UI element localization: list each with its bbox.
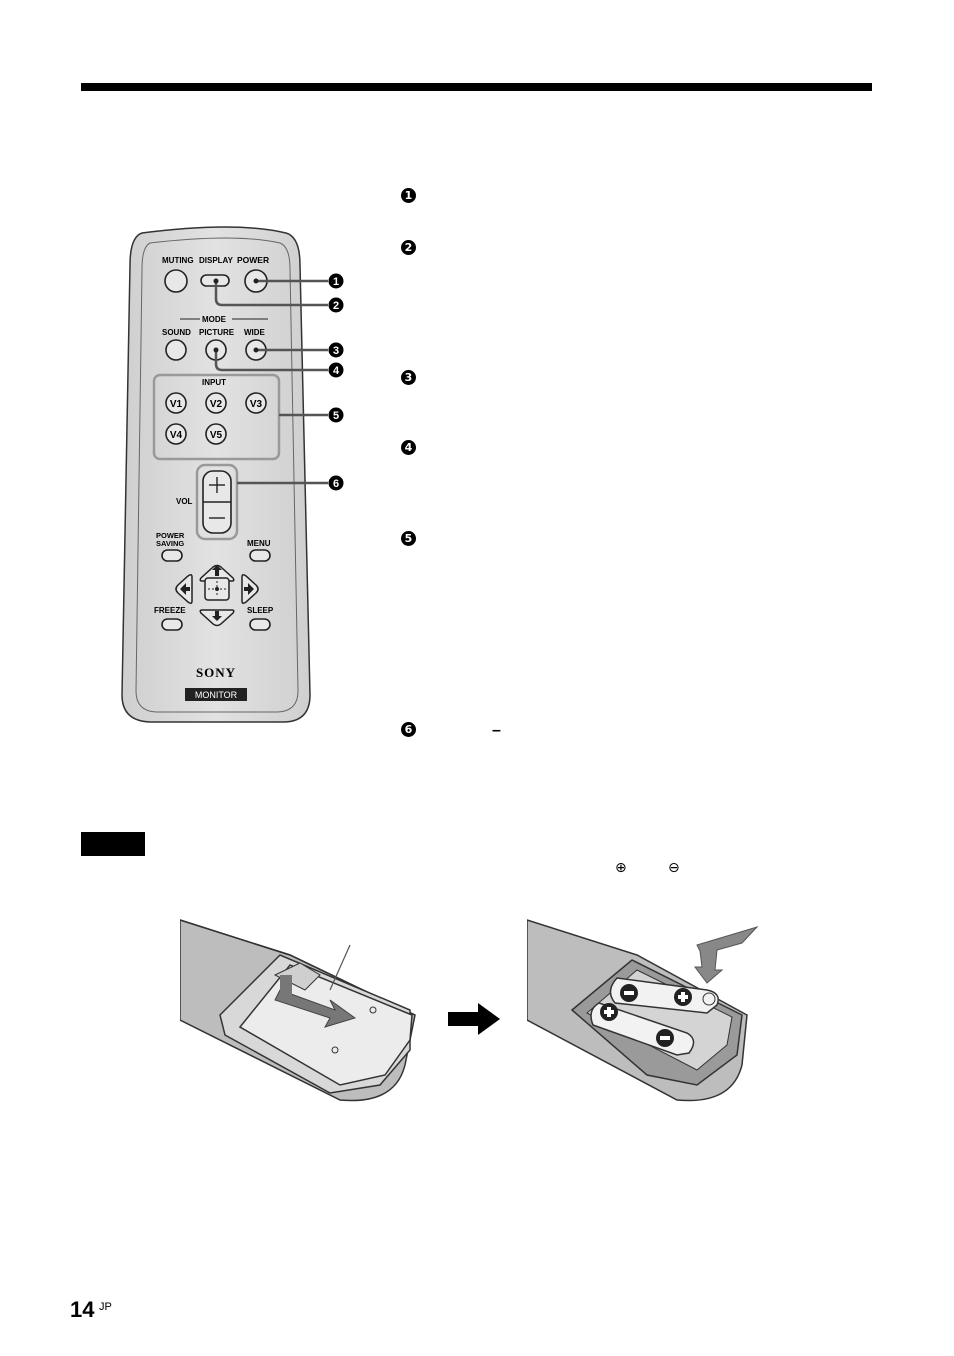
list-marker-5: 5 bbox=[401, 531, 416, 546]
sleep-label: SLEEP bbox=[247, 606, 274, 615]
power-label: POWER bbox=[237, 255, 269, 265]
arrow-right-icon bbox=[448, 1003, 500, 1035]
plus-symbol: ⊕ bbox=[615, 860, 627, 876]
sleep-button[interactable] bbox=[249, 618, 271, 631]
callout-6-marker bbox=[328, 475, 344, 491]
note-heading-box bbox=[81, 832, 145, 856]
vol-label: VOL bbox=[176, 497, 193, 506]
list-marker-6: 6 bbox=[401, 722, 416, 737]
callout-3-number: 3 bbox=[333, 345, 339, 357]
brand-logo: SONY bbox=[196, 665, 236, 680]
battery-a bbox=[609, 977, 719, 1014]
power-saving-button[interactable] bbox=[161, 549, 183, 562]
list-marker-3: 3 bbox=[401, 370, 416, 385]
v1-button[interactable] bbox=[165, 392, 187, 414]
callout-4-marker bbox=[328, 362, 344, 378]
minus-symbol: ⊖ bbox=[668, 860, 680, 876]
muting-label: MUTING bbox=[162, 256, 194, 265]
callout-1-number: 1 bbox=[333, 276, 339, 288]
sound-button[interactable] bbox=[165, 339, 187, 361]
v2-button[interactable] bbox=[205, 392, 227, 414]
callout-list: 1 2 3 4 5 6 bbox=[401, 186, 871, 746]
callout-2-number: 2 bbox=[333, 300, 339, 312]
mode-label: MODE bbox=[202, 315, 227, 324]
display-label: DISPLAY bbox=[199, 256, 234, 265]
freeze-button[interactable] bbox=[161, 618, 183, 631]
list-marker-2: 2 bbox=[401, 240, 416, 255]
arrow-up-icon bbox=[212, 565, 222, 576]
battery-b bbox=[590, 1002, 695, 1056]
callout-2-marker bbox=[328, 297, 344, 313]
list-marker-4: 4 bbox=[401, 440, 416, 455]
minus-mark: – bbox=[492, 722, 501, 739]
freeze-label: FREEZE bbox=[154, 606, 186, 615]
v1-label: V1 bbox=[170, 399, 183, 410]
power-saving-label-2: SAVING bbox=[156, 539, 184, 548]
picture-label: PICTURE bbox=[199, 328, 235, 337]
arrow-right-icon bbox=[244, 583, 254, 595]
callout-1-marker bbox=[328, 273, 344, 289]
power-saving-label-1: POWER bbox=[156, 531, 185, 540]
page-number: 14 bbox=[70, 1297, 95, 1322]
model-label: MONITOR bbox=[195, 690, 238, 700]
arrow-left-icon bbox=[180, 583, 190, 595]
menu-label: MENU bbox=[247, 539, 271, 548]
v2-label: V2 bbox=[210, 399, 223, 410]
sound-label: SOUND bbox=[162, 328, 191, 337]
wide-label: WIDE bbox=[244, 328, 266, 337]
input-label: INPUT bbox=[202, 378, 226, 387]
v4-label: V4 bbox=[170, 430, 183, 441]
arrow-down-icon bbox=[212, 611, 222, 621]
list-marker-1: 1 bbox=[401, 188, 416, 203]
page-suffix: JP bbox=[99, 1301, 112, 1313]
v3-button[interactable] bbox=[245, 392, 267, 414]
battery-insert-illustration bbox=[527, 919, 759, 1102]
v5-label: V5 bbox=[210, 430, 223, 441]
battery-cover-illustration bbox=[180, 919, 416, 1102]
remote-illustration: MUTING DISPLAY POWER MODE SOUND PICTURE … bbox=[121, 226, 344, 723]
callout-5-number: 5 bbox=[333, 410, 339, 422]
v3-label: V3 bbox=[250, 399, 263, 410]
callout-5-marker bbox=[328, 407, 344, 423]
callout-6-number: 6 bbox=[333, 478, 339, 490]
menu-button[interactable] bbox=[249, 549, 271, 562]
muting-button[interactable] bbox=[164, 269, 188, 293]
v4-button[interactable] bbox=[165, 423, 187, 445]
callout-3-marker bbox=[328, 342, 344, 358]
top-rule bbox=[81, 83, 872, 91]
callout-4-number: 4 bbox=[333, 365, 340, 377]
v5-button[interactable] bbox=[205, 423, 227, 445]
